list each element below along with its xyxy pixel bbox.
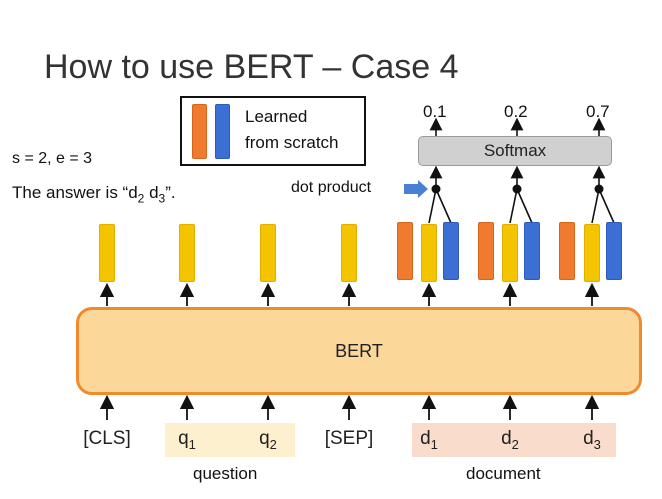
answer-sub-1: 2: [137, 191, 145, 206]
start-end-text: s = 2, e = 3: [12, 150, 93, 167]
answer-text: The answer is “d2 d3”.: [12, 183, 176, 205]
dot-product-pointer-arrow: [404, 180, 428, 198]
legend-orange-vector: [192, 104, 207, 159]
token-cls-text: [CLS]: [83, 428, 131, 449]
document-label: document: [466, 464, 541, 483]
legend-line-1: Learned: [245, 107, 308, 126]
end-vector-d1: [443, 222, 459, 280]
softmax-box: Softmax: [418, 136, 612, 166]
start-vector-d2: [478, 222, 494, 280]
dot-product-label: dot product: [291, 179, 372, 196]
token-cls: [CLS]: [77, 428, 137, 450]
question-label: question: [193, 464, 258, 483]
token-d3: d3: [572, 428, 612, 452]
bert-block: BERT: [76, 307, 642, 395]
question-highlight: [165, 423, 295, 457]
token-sep: [SEP]: [319, 428, 379, 450]
token-q2-sub: 2: [269, 436, 277, 452]
token-q1: q1: [167, 428, 207, 452]
token-d2: d2: [490, 428, 530, 452]
output-vector-d2: [502, 224, 518, 282]
token-d2-sub: 2: [511, 436, 519, 452]
token-d1-sub: 1: [430, 436, 438, 452]
softmax-label: Softmax: [483, 141, 547, 160]
token-q2: q2: [248, 428, 288, 452]
output-vector-q2: [260, 224, 276, 282]
token-d3-sub: 3: [593, 436, 601, 452]
token-q2-base: q: [259, 428, 270, 449]
end-vector-d2: [524, 222, 540, 280]
output-vector-d1: [421, 224, 437, 282]
document-highlight: [412, 423, 616, 457]
output-vector-d3: [584, 224, 600, 282]
slide-title: How to use BERT – Case 4: [44, 48, 459, 86]
output-vector-q1: [179, 224, 195, 282]
start-vector-d3: [559, 222, 575, 280]
output-vector-cls: [99, 224, 115, 282]
legend-box: Learned from scratch: [180, 96, 366, 166]
probability-3: 0.7: [586, 102, 610, 121]
probability-2: 0.2: [504, 102, 528, 121]
answer-sub-2: 3: [158, 191, 166, 206]
token-sep-text: [SEP]: [324, 428, 374, 449]
token-d1: d1: [409, 428, 449, 452]
start-vector-d1: [397, 222, 413, 280]
token-d1-base: d: [420, 428, 431, 449]
legend-line-2: from scratch: [245, 133, 339, 152]
token-d2-base: d: [501, 428, 512, 449]
output-vector-sep: [341, 224, 357, 282]
answer-mid: d: [144, 183, 159, 202]
probability-1: 0.1: [423, 102, 447, 121]
bert-label: BERT: [335, 340, 383, 361]
token-q1-base: q: [178, 428, 189, 449]
legend-blue-vector: [215, 104, 230, 159]
answer-prefix: The answer is “d: [12, 183, 138, 202]
token-d3-base: d: [583, 428, 594, 449]
answer-suffix: ”.: [165, 183, 176, 202]
token-q1-sub: 1: [188, 436, 196, 452]
end-vector-d3: [606, 222, 622, 280]
